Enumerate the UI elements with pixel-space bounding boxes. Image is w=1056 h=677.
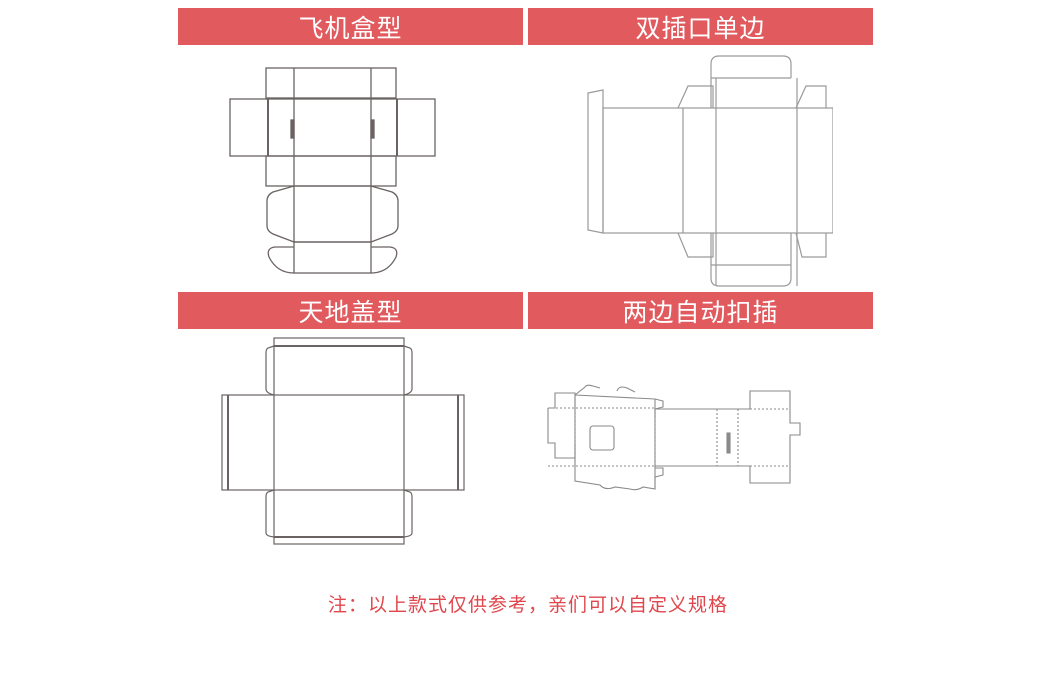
panel-title: 天地盖型 <box>298 297 403 327</box>
panel-title: 双插口单边 <box>635 13 766 43</box>
panel-header-lid-base-box: 天地盖型 <box>178 292 523 329</box>
auto-lock-dieline <box>545 383 880 493</box>
double-tuck-dieline <box>578 52 833 288</box>
airplane-box-dieline <box>225 65 445 280</box>
panel-header-airplane-box: 飞机盒型 <box>178 8 523 45</box>
panel-title: 两边自动扣插 <box>622 297 779 327</box>
footer-note: 注：以上款式仅供参考，亲们可以自定义规格 <box>327 594 728 616</box>
panel-header-auto-lock: 两边自动扣插 <box>528 292 873 329</box>
lid-base-box-dieline <box>218 335 468 545</box>
panel-header-double-tuck: 双插口单边 <box>528 8 873 45</box>
panel-title: 飞机盒型 <box>298 13 403 43</box>
